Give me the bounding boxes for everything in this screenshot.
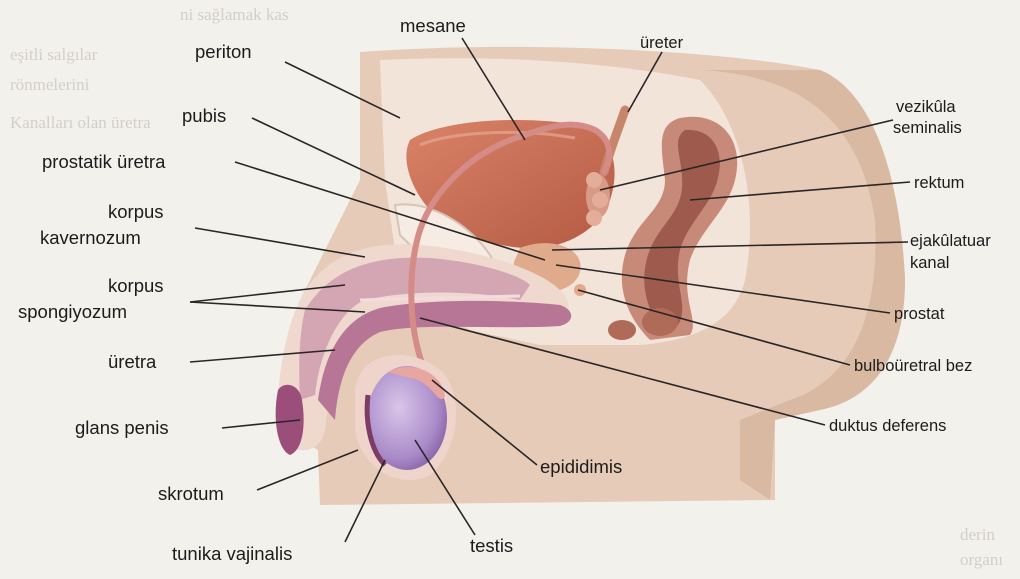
label-epididimis: epididimis [540, 456, 622, 477]
label-vezikula-seminalis-2: seminalis [893, 119, 962, 137]
label-prostat: prostat [894, 305, 945, 323]
svg-text:derin: derin [960, 525, 995, 544]
label-tunika-vajinalis: tunika vajinalis [172, 543, 292, 564]
svg-text:Kanalları olan üretra: Kanalları olan üretra [10, 113, 151, 132]
label-korpus-kavernozum-1: korpus [108, 201, 164, 222]
svg-text:organı: organı [960, 550, 1003, 569]
svg-text:eşitli salgılar: eşitli salgılar [10, 45, 98, 64]
label-ureter: üreter [640, 34, 684, 52]
label-mesane: mesane [400, 15, 466, 36]
label-korpus-spongiyozum-2: spongiyozum [18, 301, 127, 322]
label-duktus-deferens: duktus deferens [829, 417, 946, 435]
label-glans-penis: glans penis [75, 417, 169, 438]
label-bulbouretral-bez: bulboüretral bez [854, 357, 972, 375]
label-vezikula-seminalis-1: vezikûla [896, 98, 956, 116]
label-skrotum: skrotum [158, 483, 224, 504]
label-prostatik-uretra: prostatik üretra [42, 151, 166, 172]
testis-shape [355, 355, 456, 480]
label-rektum: rektum [914, 174, 964, 192]
svg-text:rönmelerini: rönmelerini [10, 75, 90, 94]
label-testis: testis [470, 535, 513, 556]
label-periton: periton [195, 41, 252, 62]
label-korpus-spongiyozum-1: korpus [108, 275, 164, 296]
label-korpus-kavernozum-2: kavernozum [40, 227, 141, 248]
label-ejakulatuar-kanal-1: ejakûlatuar [910, 232, 991, 250]
label-ejakulatuar-kanal-2: kanal [910, 254, 949, 272]
label-uretra: üretra [108, 351, 157, 372]
label-pubis: pubis [182, 105, 226, 126]
svg-text:ni sağlamak kas: ni sağlamak kas [180, 5, 289, 24]
